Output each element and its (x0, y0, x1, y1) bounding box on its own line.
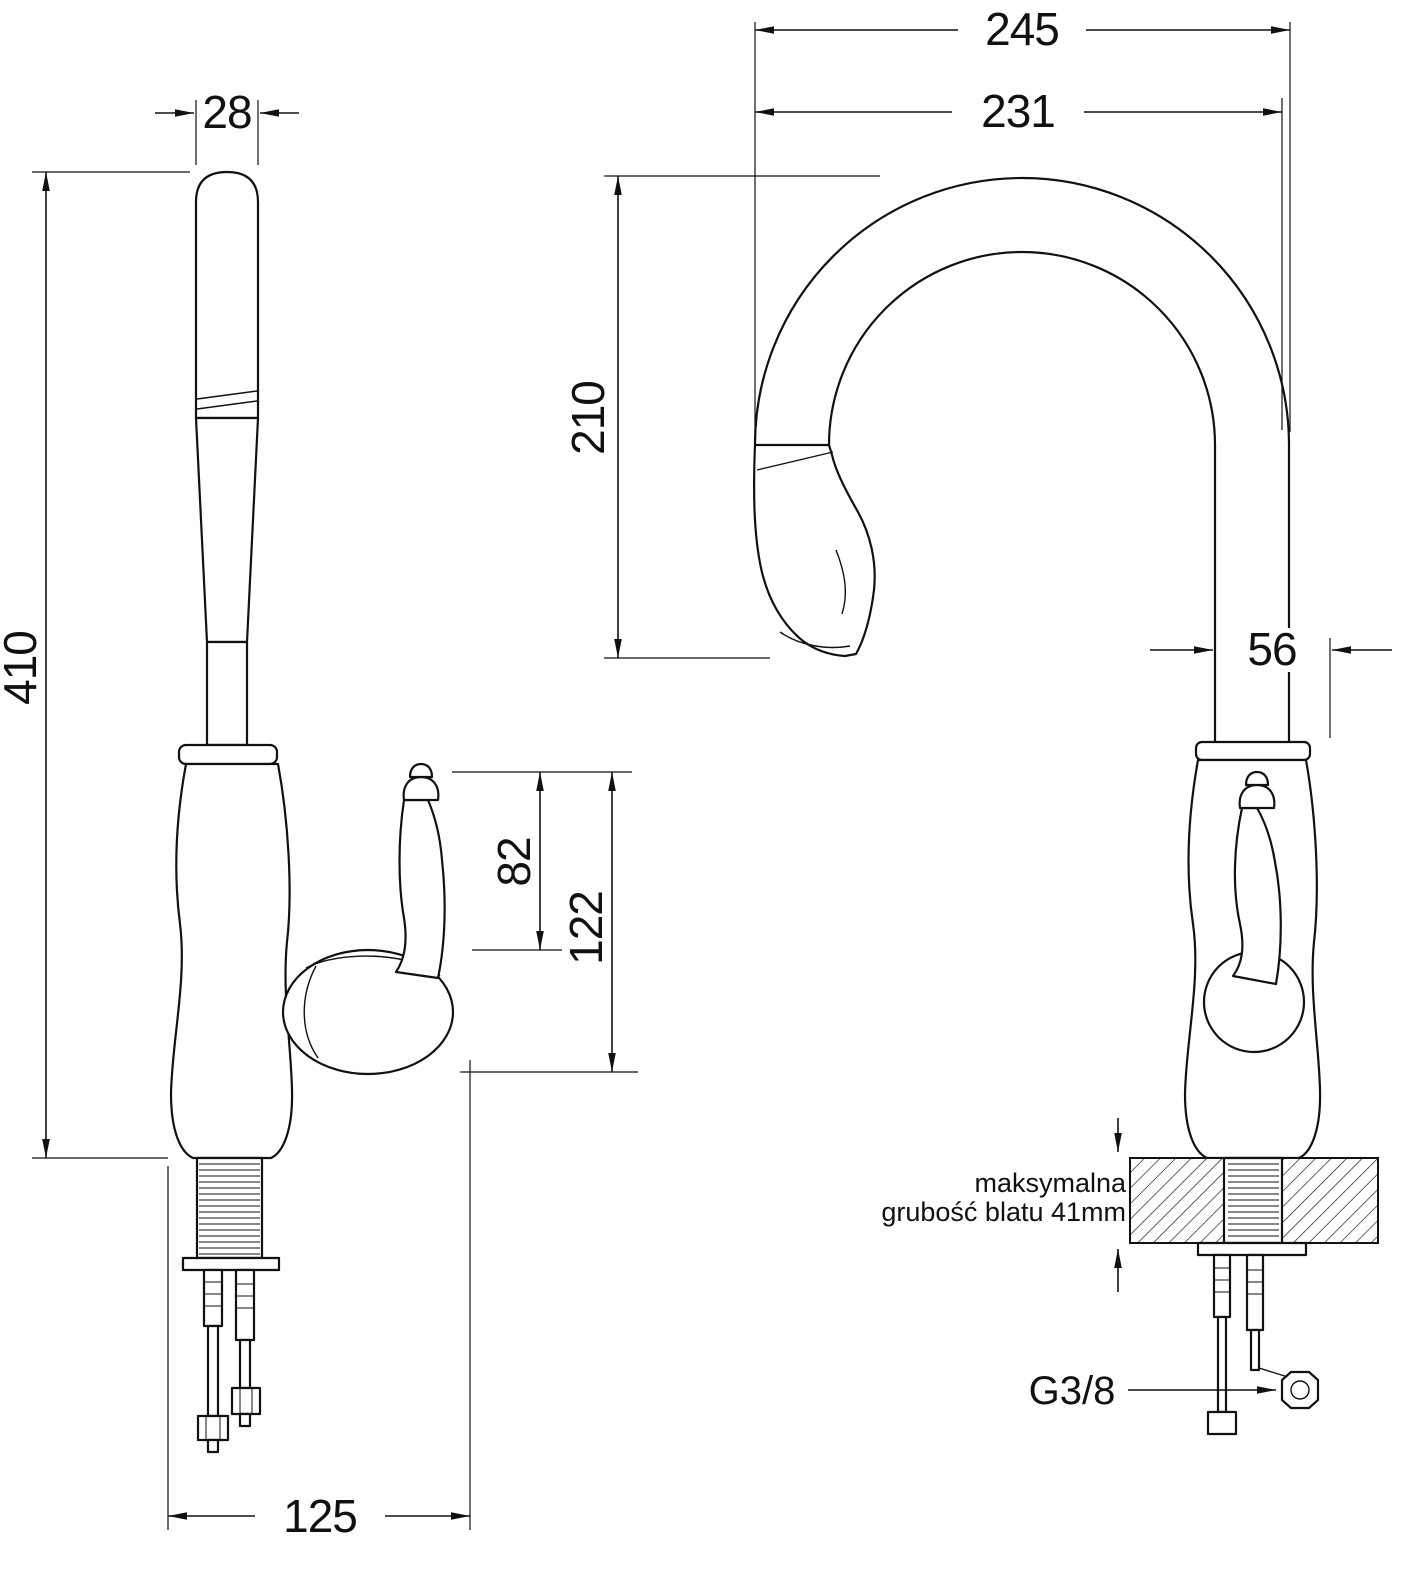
mounting-plate-front (1196, 1241, 1308, 1257)
dim-label-410: 410 (0, 631, 46, 705)
mounting-rod-right (238, 1338, 252, 1390)
dimension-handle-total: 122 (460, 772, 638, 1073)
hex-nut-left-facets (205, 1416, 221, 1440)
handle-knob-cap-front (1244, 770, 1270, 787)
dimension-spout-reach: 231 (755, 85, 1283, 430)
hex-nut-right (230, 1386, 262, 1416)
dim-label-231: 231 (981, 85, 1055, 137)
counter-note-line2: grubość blatu 41mm (881, 1197, 1126, 1227)
mounting-shank (195, 1156, 264, 1260)
handle-lever-front (1231, 806, 1282, 986)
spray-head-seam (756, 451, 834, 471)
left-view: 28 410 82 122 125 (0, 86, 638, 1542)
handle-lever (394, 798, 446, 980)
nut-left-tip (206, 1438, 220, 1454)
g38-fitting-bore (1290, 1380, 1310, 1400)
mounting-stud-a (1212, 1253, 1232, 1319)
spout-seam-line-1 (196, 390, 258, 400)
right-view: maksymalna grubość blatu 41mm G3/8 245 (562, 3, 1392, 1436)
dimension-handle-upper: 82 (452, 771, 632, 951)
countertop-slab-right (1281, 1157, 1379, 1244)
shank-thread-lines (199, 1163, 260, 1255)
mounting-rod-left (206, 1324, 220, 1418)
dim-label-56: 56 (1247, 623, 1296, 675)
hex-nut-a (1206, 1410, 1238, 1436)
faucet-body (169, 762, 294, 1160)
dim-label-82: 82 (488, 837, 540, 886)
thread-size-label: G3/8 (1029, 1369, 1116, 1413)
dimension-outlet-offset: 56 (1150, 623, 1392, 738)
spray-head-grip-line (835, 549, 847, 615)
stud-b-detail-lines (1247, 1269, 1263, 1295)
stud-right-detail-lines (236, 1283, 254, 1309)
dimension-spout-height: 210 (562, 175, 880, 659)
dim-label-245: 245 (985, 3, 1059, 55)
mounting-stud-left (202, 1268, 224, 1328)
mounting-plate (181, 1256, 281, 1272)
mounting-rod-a (1216, 1315, 1228, 1414)
callout-thread-size: G3/8 (1029, 1369, 1276, 1413)
dimension-total-height: 410 (0, 171, 190, 1159)
aerator-ring-line (779, 631, 851, 649)
handle-knob-cap (408, 762, 434, 779)
handle-housing-seam (303, 965, 319, 1059)
mounting-stud-b (1245, 1253, 1265, 1332)
nut-right-tip (238, 1412, 252, 1428)
spout-column (194, 170, 260, 420)
stud-a-detail-lines (1214, 1267, 1230, 1293)
spout-neck (205, 640, 249, 747)
hex-nut-right-facets (239, 1388, 253, 1414)
dimension-overall-width: 245 (754, 3, 1291, 432)
handle-knob (402, 775, 440, 802)
mounting-rod-b (1249, 1328, 1261, 1372)
handle-housing (281, 948, 455, 1076)
dimension-spout-width: 28 (155, 86, 299, 165)
dim-label-mask (1242, 628, 1302, 672)
shank-thread-lines-front (1228, 1163, 1279, 1237)
neck-flange (177, 743, 279, 766)
dim-label-122: 122 (560, 891, 612, 965)
spout-taper (194, 416, 260, 644)
gooseneck-inner-arc (827, 250, 1217, 447)
mounting-stud-right (234, 1268, 256, 1342)
stud-left-detail-lines (204, 1281, 222, 1307)
dim-label-125: 125 (283, 1490, 357, 1542)
spray-head (753, 443, 876, 658)
dim-label-28: 28 (202, 86, 251, 138)
dim-label-210: 210 (562, 381, 614, 455)
spout-seam-line-2 (196, 400, 258, 410)
counter-note-line1: maksymalna (974, 1168, 1127, 1198)
hex-nut-left (196, 1414, 230, 1442)
handle-knob-front (1238, 783, 1276, 810)
gooseneck-outer-arc (753, 176, 1291, 447)
g38-hex-fitting (1280, 1370, 1320, 1410)
countertop-slab-left (1129, 1157, 1225, 1244)
body-flange (1194, 740, 1312, 762)
dimension-base-width: 125 (167, 1060, 471, 1542)
